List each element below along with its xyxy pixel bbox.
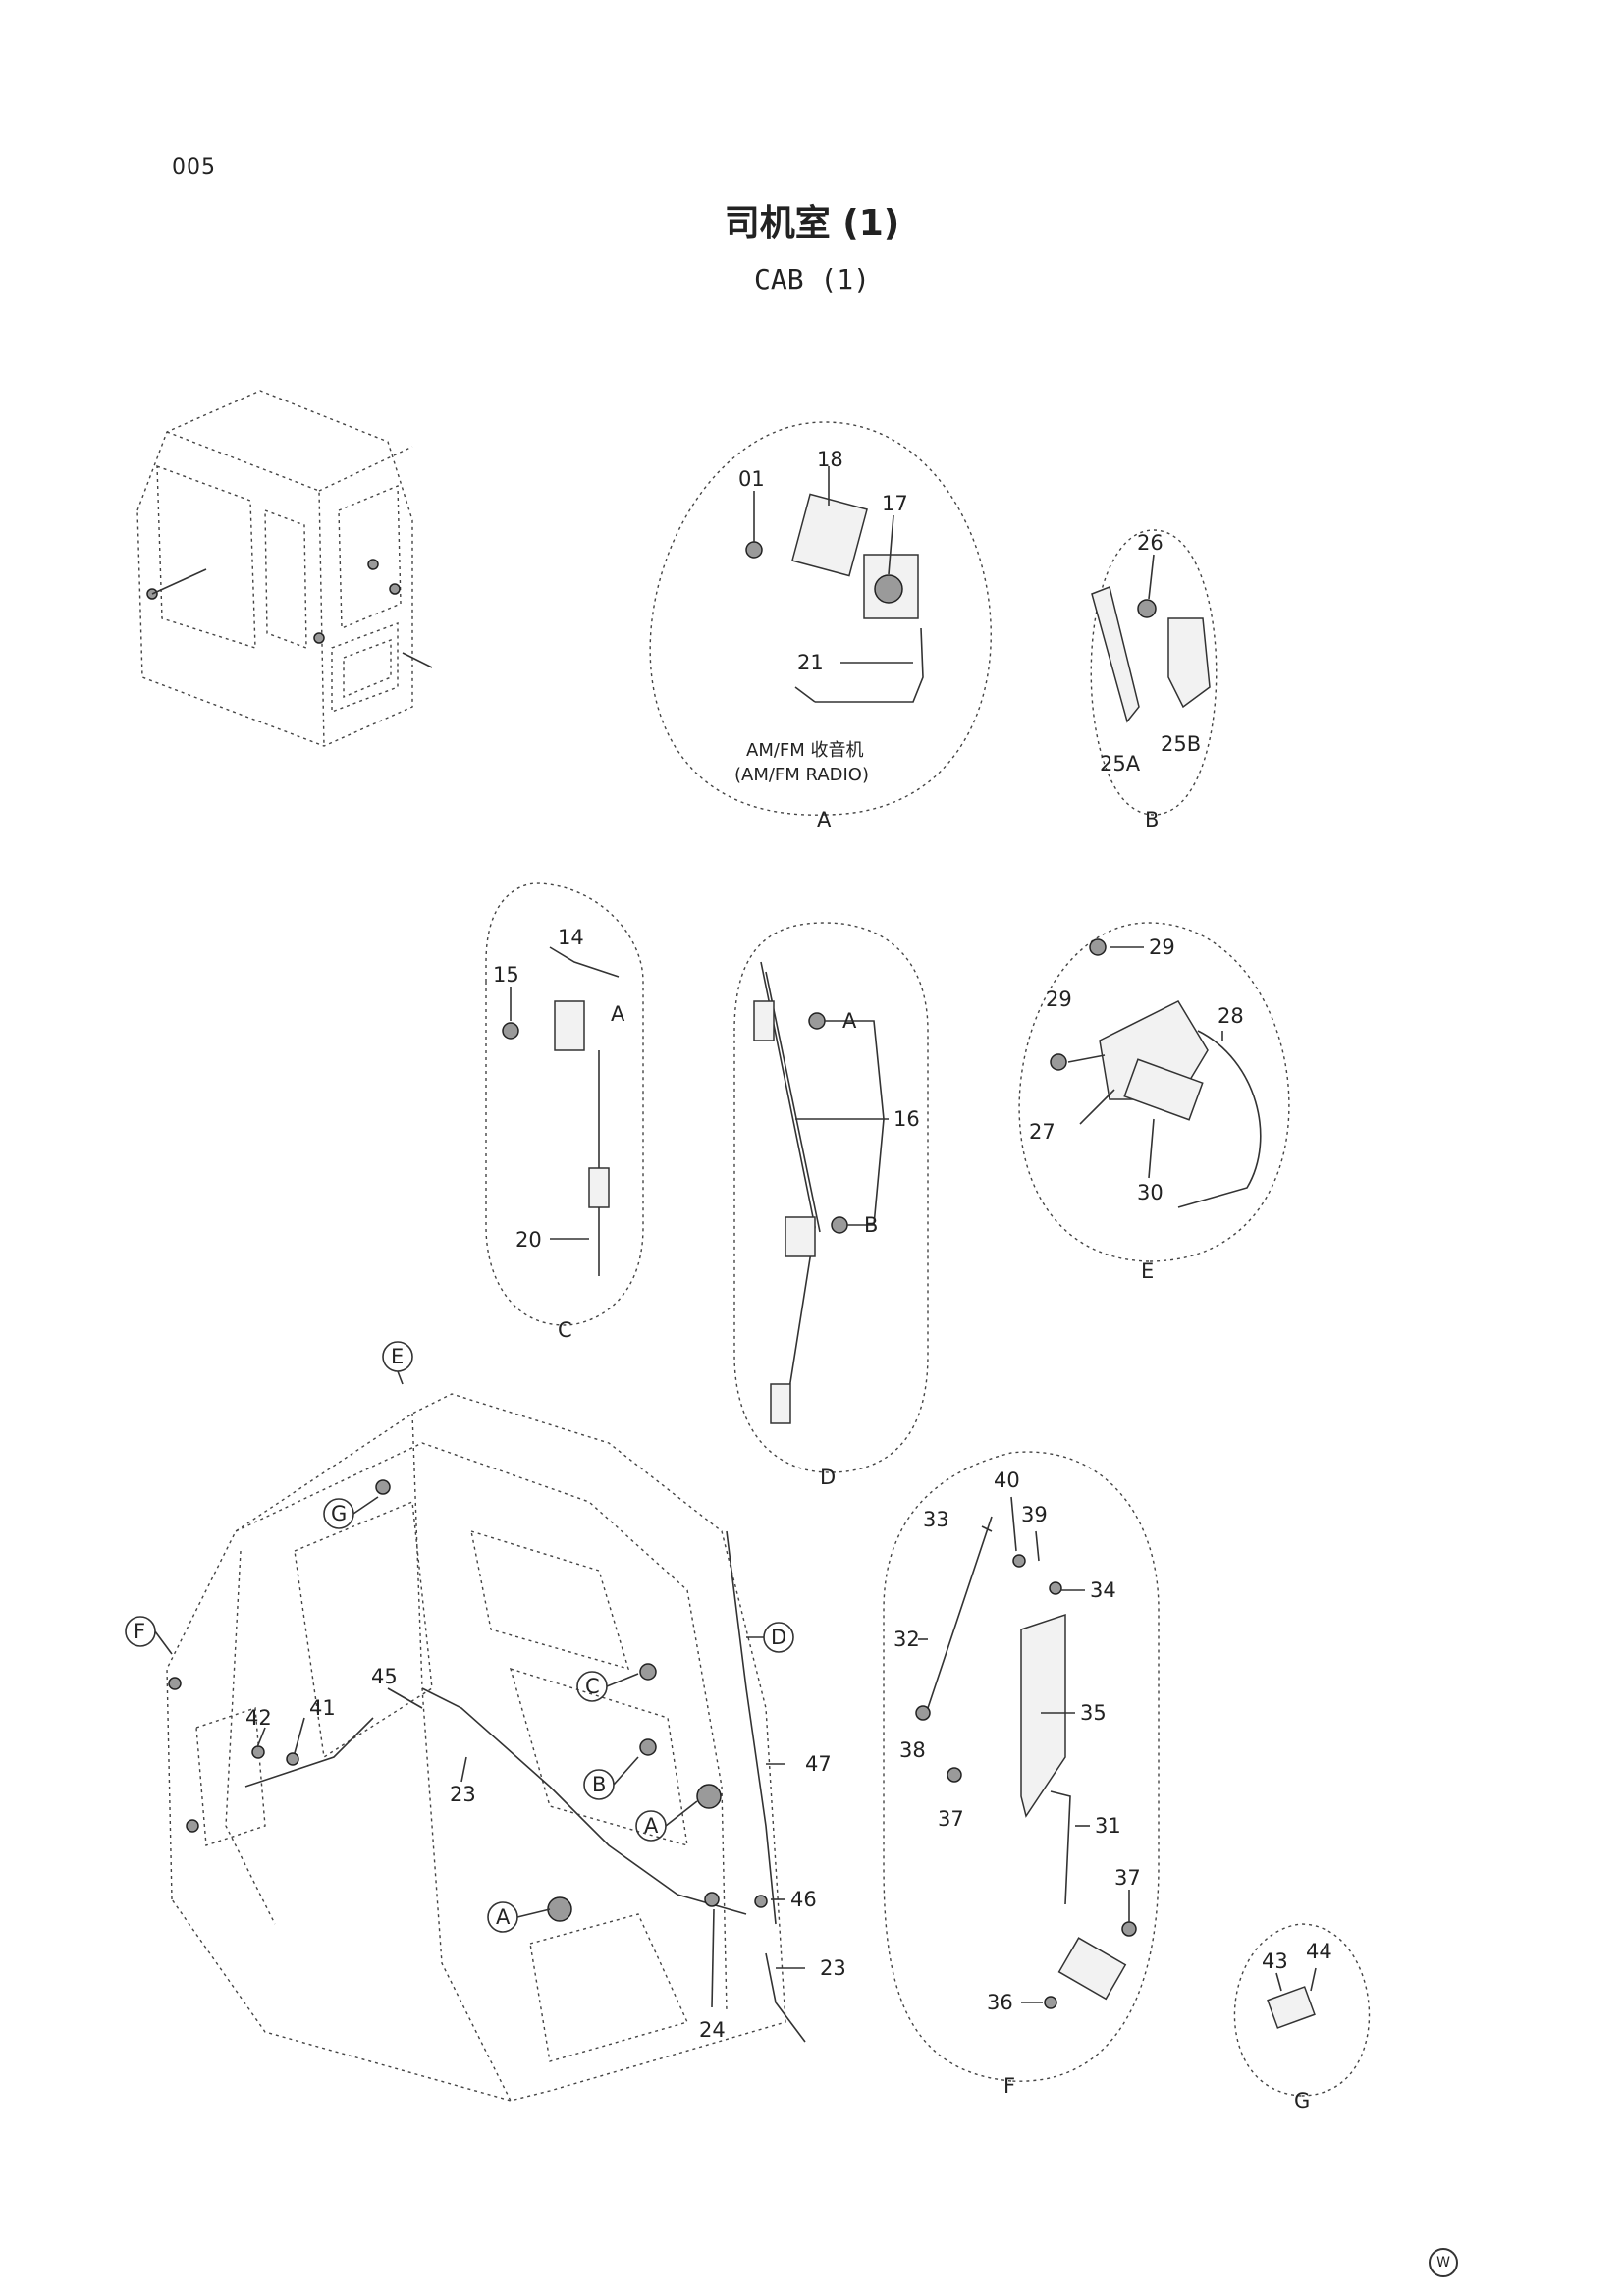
main-label: 23 [450, 1783, 476, 1806]
detail-c: 14 15 A 20 C [485, 882, 644, 1342]
detail-d-letter: D [820, 1466, 836, 1489]
detail-f-label: 40 [994, 1468, 1020, 1492]
detail-e: 29 29 28 27 30 E [1018, 922, 1290, 1283]
cover-35 [1020, 1613, 1066, 1818]
detail-e-label: 30 [1137, 1181, 1164, 1204]
detail-e-label: 29 [1046, 988, 1072, 1011]
detail-d-label: B [864, 1213, 878, 1237]
overview-cab [136, 390, 433, 747]
detail-a-label: 01 [738, 467, 765, 491]
main-label: 47 [805, 1752, 832, 1776]
detail-e-label: 27 [1029, 1120, 1056, 1144]
detail-b-label: 26 [1137, 531, 1164, 555]
bracket-25a [1091, 585, 1140, 723]
main-callout: F [134, 1620, 145, 1643]
detail-f-label: 32 [893, 1628, 920, 1651]
detail-f-label: 39 [1021, 1503, 1048, 1526]
detail-c-letter: C [558, 1318, 572, 1342]
detail-c-label: 15 [493, 963, 519, 987]
detail-g-letter: G [1294, 2089, 1310, 2112]
detail-a-caption-en: (AM/FM RADIO) [734, 765, 869, 785]
main-callout: D [771, 1626, 786, 1649]
detail-a-label: 18 [817, 448, 843, 471]
detail-b-label: 25B [1161, 732, 1201, 756]
detail-b-label: 25A [1100, 752, 1141, 775]
detail-f-label: 36 [987, 1991, 1013, 2014]
corner-mark: W [1429, 2248, 1458, 2277]
detail-d-label: 16 [893, 1107, 920, 1131]
main-callout: A [496, 1905, 511, 1929]
detail-c-label: 14 [558, 926, 584, 949]
detail-f-label: 34 [1090, 1578, 1116, 1602]
main-label: 46 [790, 1888, 817, 1911]
main-callout: C [585, 1675, 600, 1698]
radio-bracket [791, 493, 868, 577]
detail-a-letter: A [817, 808, 832, 831]
detail-f-letter: F [1003, 2074, 1015, 2098]
main-label: 23 [820, 1956, 846, 1980]
main-callout: G [331, 1502, 347, 1525]
detail-a: 01 18 17 21 AM/FM 收音机 (AM/FM RADIO) A [649, 421, 992, 831]
main-label: 42 [245, 1706, 272, 1730]
title-chinese: 司机室 (1) [724, 203, 900, 243]
detail-d-label: A [842, 1009, 857, 1033]
page-number: 005 [172, 155, 216, 180]
motor-36 [1057, 1937, 1127, 2001]
detail-d: A 16 B D [733, 922, 929, 1489]
title-english: CAB (1) [753, 263, 870, 295]
detail-b: 26 25A 25B B [1090, 529, 1218, 831]
main-label: 41 [309, 1696, 336, 1720]
detail-e-label: 29 [1149, 935, 1175, 959]
detail-f-label: 37 [938, 1807, 964, 1831]
detail-f: 40 33 39 34 32 35 38 37 31 37 36 F [883, 1451, 1160, 2098]
detail-a-label: 21 [797, 651, 824, 674]
main-cab-view: E G F D C B A A 42 41 45 23 47 46 23 24 [125, 1341, 846, 2102]
detail-g: 43 44 G [1233, 1923, 1371, 2112]
detail-f-label: 33 [923, 1508, 949, 1531]
detail-g-label: 44 [1306, 1940, 1332, 1963]
detail-g-label: 43 [1262, 1949, 1288, 1973]
detail-f-label: 35 [1080, 1701, 1107, 1725]
detail-f-label: 37 [1114, 1866, 1141, 1890]
detail-e-letter: E [1141, 1259, 1154, 1283]
relay-43 [1267, 1986, 1316, 2029]
main-label: 24 [699, 2018, 726, 2042]
lamp-14 [554, 1000, 585, 1051]
detail-a-label: 17 [882, 492, 908, 515]
main-label: 45 [371, 1665, 398, 1688]
detail-c-label: 20 [515, 1228, 542, 1252]
detail-f-label: 31 [1095, 1814, 1121, 1838]
main-callout: A [644, 1814, 659, 1838]
switch-30 [1123, 1058, 1204, 1121]
detail-b-letter: B [1145, 808, 1159, 831]
main-callout: B [592, 1773, 606, 1796]
detail-f-label: 38 [899, 1738, 926, 1762]
bracket-25b [1167, 617, 1211, 709]
detail-a-caption-cn: AM/FM 收音机 [746, 740, 864, 761]
main-callout: E [391, 1345, 404, 1368]
detail-e-label: 28 [1218, 1004, 1244, 1028]
detail-c-label: A [611, 1002, 625, 1026]
